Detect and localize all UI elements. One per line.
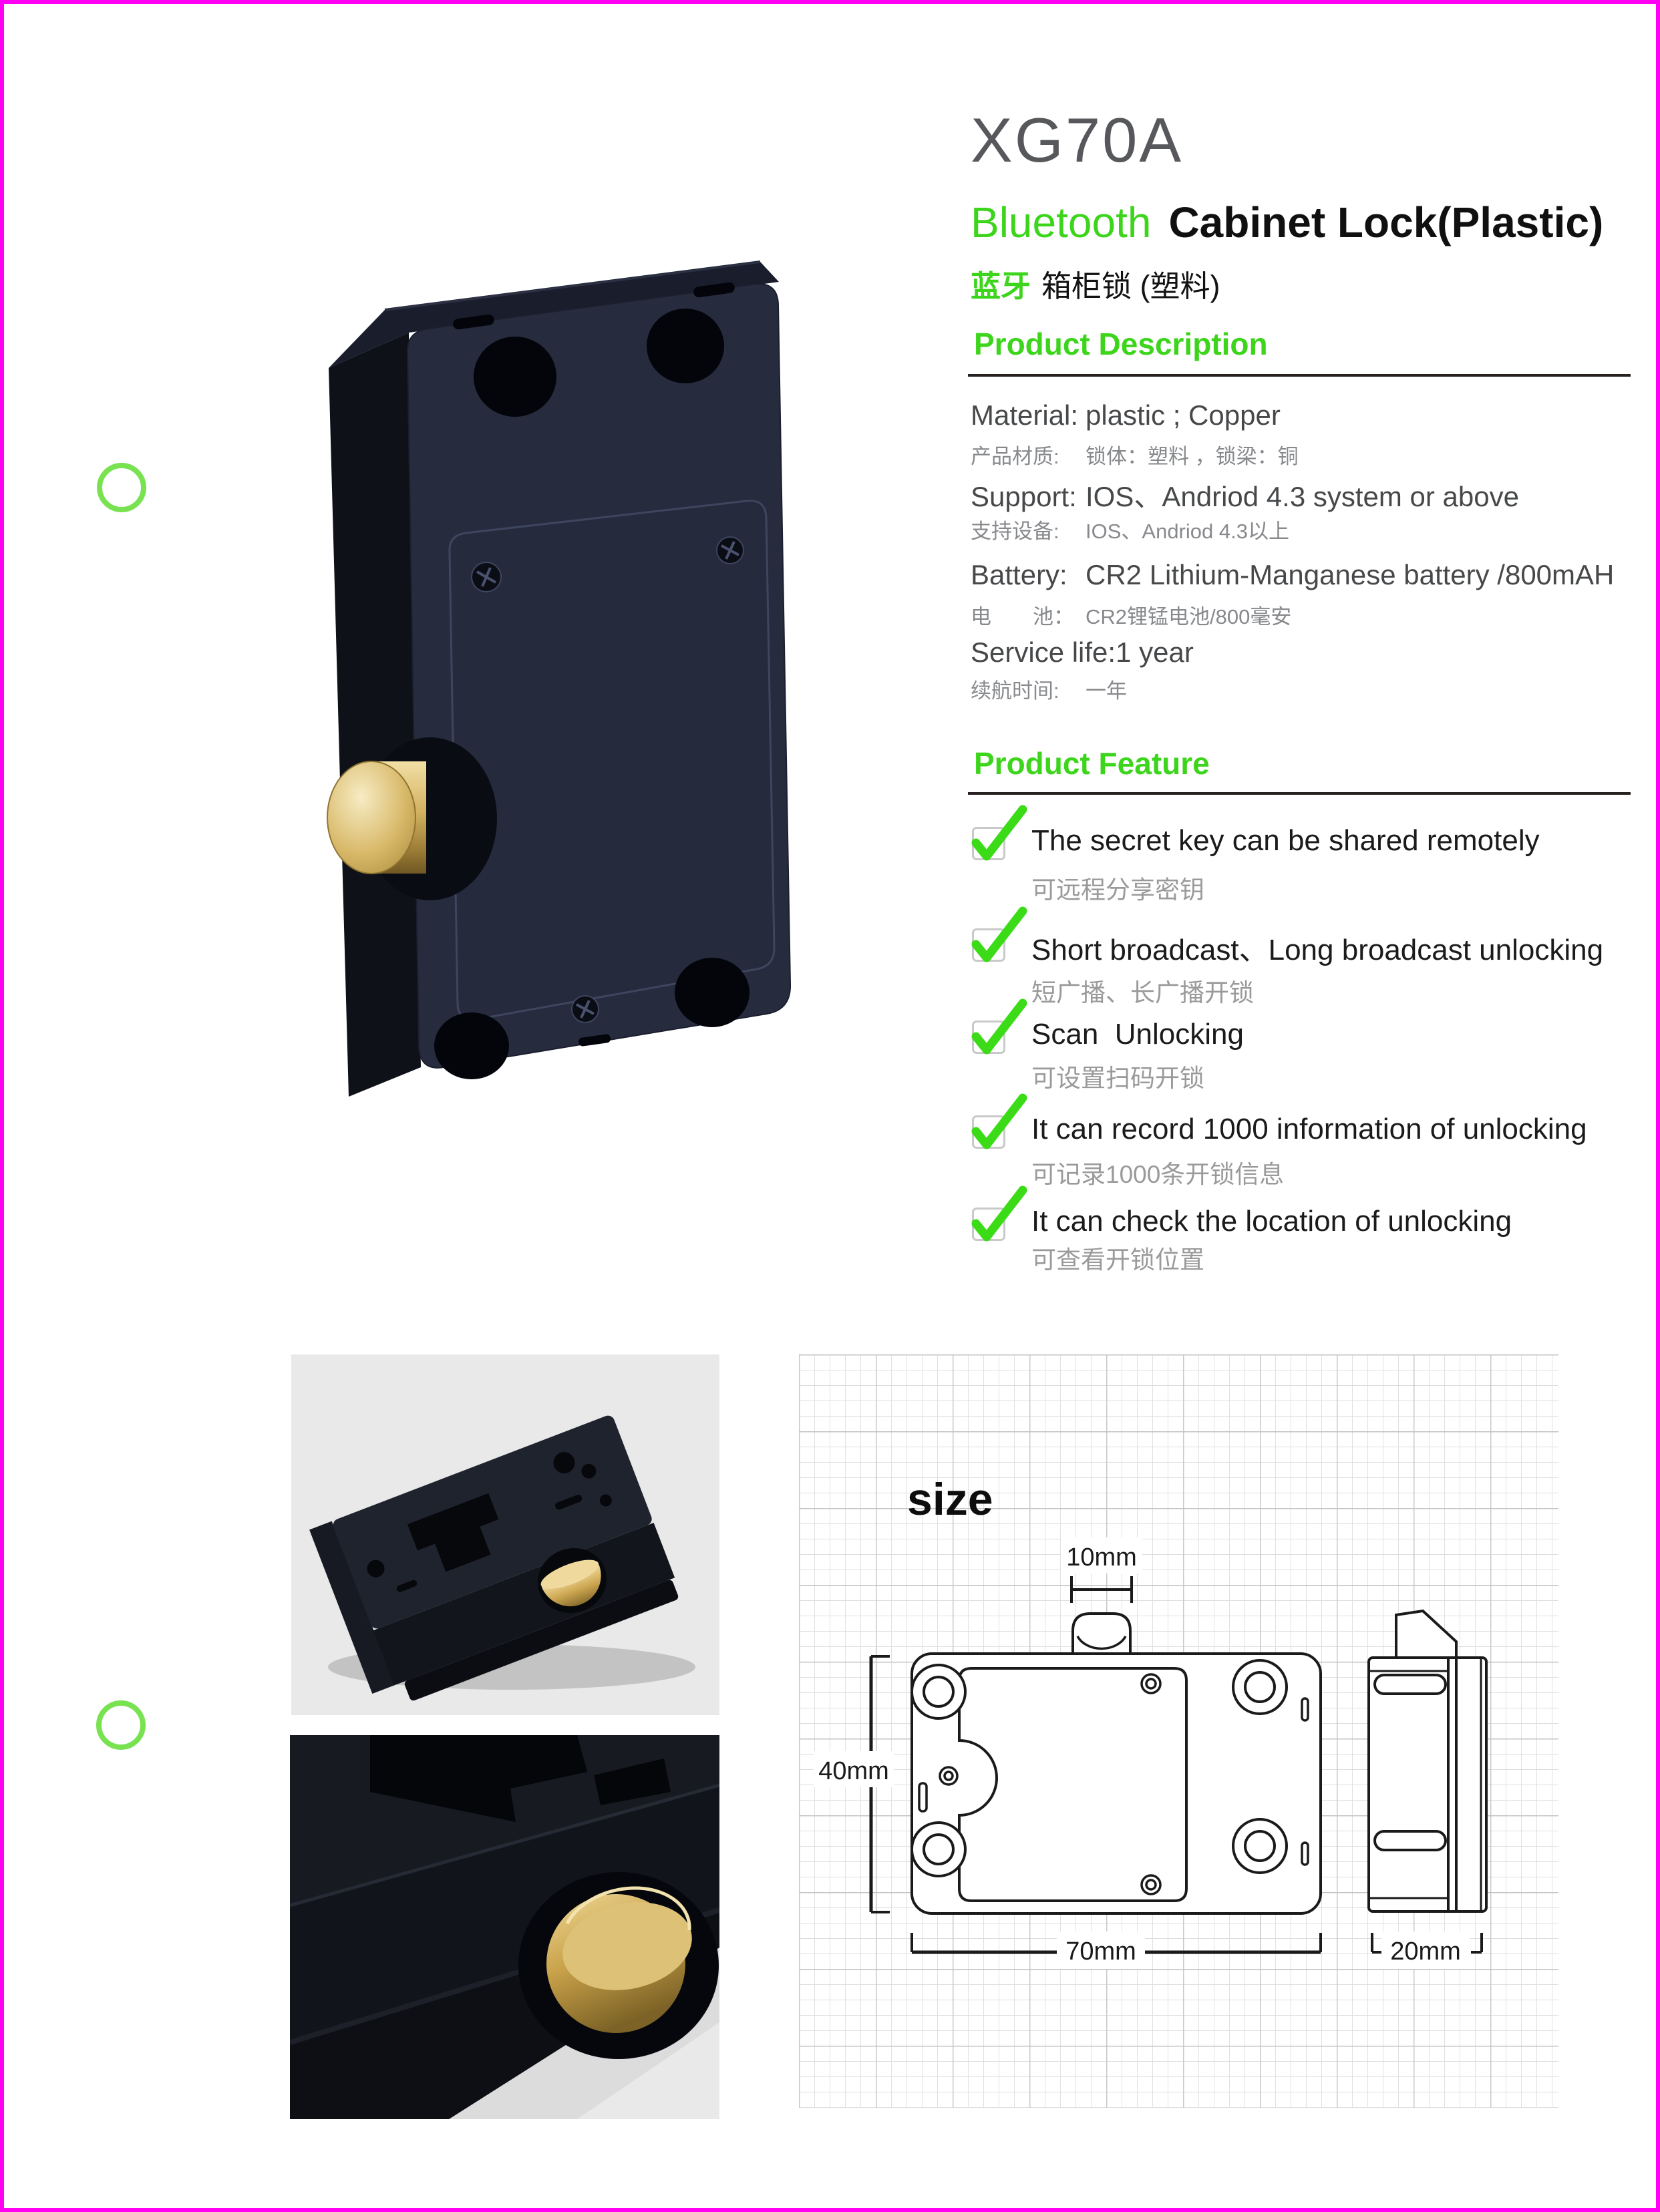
check-icon	[971, 906, 1027, 962]
feature-text-cn: 可查看开锁位置	[1031, 1246, 1204, 1274]
description-rule	[968, 374, 1631, 377]
dim-label-20mm: 20mm	[1390, 1938, 1461, 1966]
desc-label-cn: 电 池：	[971, 605, 1074, 628]
side-view	[1367, 1609, 1488, 1913]
feature-text: It can record 1000 information of unlock…	[1031, 1113, 1587, 1145]
dim-label-40mm: 40mm	[818, 1757, 889, 1785]
check-icon	[971, 1185, 1027, 1242]
dim-label-10mm: 10mm	[1066, 1543, 1137, 1572]
desc-value: IOS、Andriod 4.3 system or above	[1086, 481, 1519, 512]
feature-heading: Product Feature	[974, 746, 1210, 781]
desc-value: CR2 Lithium-Manganese battery /800mAH	[1086, 559, 1615, 590]
feature-text: Short broadcast、Long broadcast unlocking	[1031, 934, 1604, 966]
title-highlight: Bluetooth	[971, 198, 1152, 246]
gold-latch-closeup	[518, 1872, 719, 2059]
main-product-photo	[327, 260, 792, 1097]
feature-rule	[968, 792, 1631, 795]
front-view	[910, 1612, 1322, 1915]
product-title: Bluetooth Cabinet Lock(Plastic)	[971, 198, 1603, 247]
desc-label-cn: 支持设备:	[971, 520, 1059, 543]
dimension-drawing: 10mm 40mm 70mm 20mm	[814, 1537, 1488, 1969]
check-icon	[971, 1093, 1027, 1149]
dim-label-70mm: 70mm	[1065, 1938, 1136, 1966]
desc-row-battery: Battery: CR2 Lithium-Manganese battery /8…	[971, 559, 1614, 591]
desc-label: Battery:	[971, 559, 1067, 590]
gold-latch-small	[537, 1548, 607, 1614]
feature-text-cn: 短广播、长广播开锁	[1031, 979, 1254, 1006]
product-model: XG70A	[971, 105, 1184, 175]
check-icon	[971, 805, 1027, 861]
title-rest: Cabinet Lock(Plastic)	[1168, 198, 1604, 246]
product-subtitle: 蓝牙箱柜锁 (塑料)	[971, 262, 1220, 305]
desc-value-cn: CR2锂锰电池/800毫安	[1086, 605, 1292, 628]
desc-row-material: Material:plastic ; Copper	[971, 399, 1281, 431]
description-heading: Product Description	[974, 327, 1268, 361]
feature-text-cn: 可记录1000条开锁信息	[1031, 1161, 1285, 1188]
dimension-labels: 10mm 40mm 70mm 20mm	[814, 1537, 1470, 1969]
feature-text: The secret key can be shared remotely	[1031, 824, 1540, 857]
desc-label: Service life:	[971, 636, 1116, 668]
product-photo-closeup	[290, 1735, 719, 2119]
lock-body-flat	[309, 1415, 679, 1701]
desc-row-support-cn: 支持设备: IOS、Andriod 4.3以上	[971, 514, 1289, 544]
desc-row-service-life: Service life:1 year	[971, 636, 1194, 669]
desc-row-material-cn: 产品材质: 锁体：塑料 ，锁梁：铜	[971, 439, 1299, 470]
desc-row-service-life-cn: 续航时间: 一年	[971, 674, 1127, 704]
decor-circle-top	[97, 463, 146, 512]
desc-row-battery-cn: 电 池： CR2锂锰电池/800毫安	[971, 600, 1291, 630]
desc-label: Material:	[971, 399, 1079, 431]
size-heading: size	[907, 1474, 993, 1525]
screw-bottom	[571, 995, 599, 1023]
desc-value-cn: IOS、Andriod 4.3以上	[1086, 520, 1289, 543]
desc-row-support: Support: IOS、Andriod 4.3 system or above	[971, 474, 1519, 515]
feature-text: Scan Unlocking	[1031, 1018, 1244, 1051]
decor-circle-bottom	[96, 1700, 146, 1750]
desc-value-cn: 锁体：塑料 ，锁梁：铜	[1086, 445, 1299, 468]
feature-text-cn: 可远程分享密钥	[1031, 876, 1204, 904]
desc-value-cn: 一年	[1086, 679, 1127, 703]
screw-top-right	[716, 536, 744, 564]
desc-label-cn: 续航时间:	[971, 679, 1059, 703]
check-icon	[971, 998, 1027, 1055]
screw-top-left	[471, 562, 502, 592]
desc-value: plastic ; Copper	[1086, 399, 1281, 431]
desc-label: Support:	[971, 481, 1077, 512]
subtitle-rest: 箱柜锁 (塑料)	[1041, 269, 1220, 303]
feature-text: It can check the location of unlocking	[1031, 1205, 1512, 1238]
subtitle-highlight: 蓝牙	[971, 269, 1031, 303]
gold-latch	[327, 761, 426, 874]
product-photo-angled	[291, 1354, 719, 1715]
feature-text-cn: 可设置扫码开锁	[1031, 1065, 1204, 1092]
lock-body-3quarter	[327, 260, 792, 1097]
desc-label-cn: 产品材质:	[971, 445, 1059, 468]
desc-value: 1 year	[1116, 636, 1194, 668]
